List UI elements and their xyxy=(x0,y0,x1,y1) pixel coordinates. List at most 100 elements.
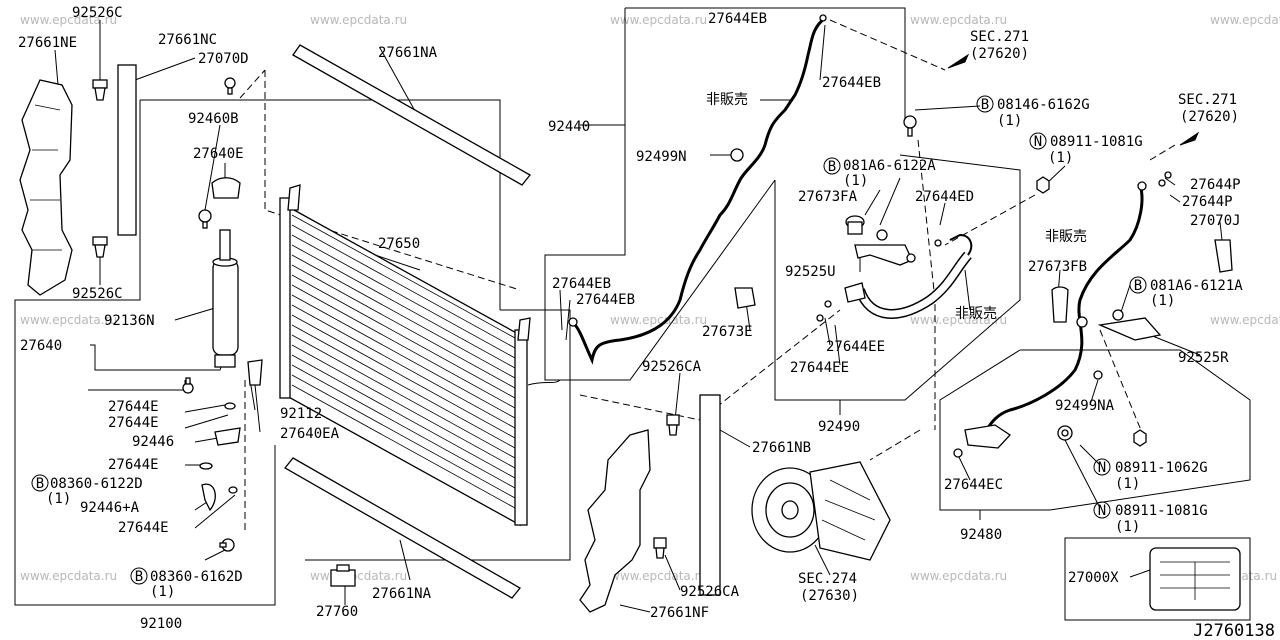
bolt-marker-icon xyxy=(31,474,49,492)
callout-27644p: 27644P xyxy=(1190,177,1241,193)
guide xyxy=(869,429,921,461)
callouts: 92526C 27661NE 27661NC 27070D 27661NA 92… xyxy=(18,5,1243,632)
callout-27644ee: 27644EE xyxy=(790,360,849,376)
callout-27673e: 27673E xyxy=(702,324,753,340)
watermark: www.epcdata.ru xyxy=(910,13,1007,27)
callout-92526ca: 92526CA xyxy=(642,359,702,375)
svg-text:N: N xyxy=(1098,460,1106,476)
callout-27760: 27760 xyxy=(316,604,358,620)
svg-text:B: B xyxy=(1134,278,1142,294)
callout-qty: (1) xyxy=(843,173,868,189)
bracket-92525u xyxy=(854,244,913,266)
bolt-marker-icon xyxy=(976,95,994,113)
grommet-27673fb xyxy=(1051,286,1069,323)
arrow-icon xyxy=(947,53,970,69)
callout-qty: (1) xyxy=(1115,476,1140,492)
watermark: www.epcdata.ru xyxy=(1210,313,1280,327)
callout-27661nf: 27661NF xyxy=(650,605,709,621)
callout-92100: 92100 xyxy=(140,616,182,632)
label-plate-27000x xyxy=(1149,547,1241,611)
callout-92525u: 92525U xyxy=(785,264,836,280)
callout-92526ca: 92526CA xyxy=(680,584,740,600)
watermark: www.epcdata.ru xyxy=(910,569,1007,583)
bolt-27070d xyxy=(224,77,236,95)
callout-27673fa: 27673FA xyxy=(798,189,858,205)
bolt-081a6-6122a xyxy=(876,229,888,241)
seal-27661nb xyxy=(699,394,721,596)
seal-27661nc xyxy=(117,64,137,236)
callout-27640ea: 27640EA xyxy=(280,426,340,442)
bolt xyxy=(219,538,235,552)
bolt-08146-6162g xyxy=(903,115,917,137)
callout-27661nb: 27661NB xyxy=(752,440,811,456)
markers: B B B B B N N N xyxy=(31,95,1147,585)
callout-27644eb: 27644EB xyxy=(552,276,611,292)
callout-27644e: 27644E xyxy=(108,399,159,415)
callout-27644ec: 27644EC xyxy=(944,477,1003,493)
seal-27661na-bottom xyxy=(284,457,521,599)
callout-sec274: SEC.274 xyxy=(798,571,857,587)
nut-08911-1081g xyxy=(1057,425,1073,441)
guide xyxy=(1099,329,1146,441)
callout-27070d: 27070D xyxy=(198,51,249,67)
plug-92446a xyxy=(201,483,216,512)
callout-27644eb: 27644EB xyxy=(822,75,881,91)
guide xyxy=(1149,144,1176,161)
clip-92499n xyxy=(730,148,744,162)
callout-27644e: 27644E xyxy=(108,415,159,431)
callout-08911-1081g: 08911-1081G xyxy=(1115,503,1208,519)
callout-08146-6162g: 08146-6162G xyxy=(997,97,1090,113)
bolt-92460b xyxy=(198,209,212,229)
callout-27644p: 27644P xyxy=(1182,194,1233,210)
plug-92446 xyxy=(214,427,241,446)
callout-sec271: SEC.271 xyxy=(970,29,1029,45)
diagram-reference: J2760138 xyxy=(1193,621,1275,640)
o-ring xyxy=(819,14,827,22)
callout-92446: 92446 xyxy=(132,434,174,450)
svg-text:B: B xyxy=(981,97,989,113)
callout-92440: 92440 xyxy=(548,119,590,135)
parts xyxy=(19,14,1241,613)
guide xyxy=(829,19,946,71)
callout-27070j: 27070J xyxy=(1190,213,1241,229)
o-ring xyxy=(224,402,236,410)
callout-92112: 92112 xyxy=(280,406,322,422)
nut-marker-icon xyxy=(1093,458,1111,476)
frame-92440-bottom xyxy=(544,179,776,381)
callout-08911-1081g: 08911-1081G xyxy=(1050,134,1143,150)
callout-92446a: 92446+A xyxy=(80,500,140,516)
nut-marker-icon xyxy=(1093,501,1111,519)
callout-08360-6162d: 08360-6162D xyxy=(150,569,243,585)
callout-qty: (1) xyxy=(150,584,175,600)
group-frames xyxy=(14,7,1251,621)
bracket-27070j xyxy=(1214,239,1233,273)
bracket-92525r xyxy=(1097,317,1162,341)
callout-92526c: 92526C xyxy=(72,5,123,21)
nut-08911-1081g xyxy=(1036,176,1050,194)
svg-text:N: N xyxy=(1034,134,1042,150)
clip-92526ca xyxy=(666,414,680,436)
bolt xyxy=(182,377,194,394)
callout-qty: (1) xyxy=(1048,150,1073,166)
bracket-92112 xyxy=(247,359,263,386)
guide xyxy=(944,194,1036,246)
callout-92499na: 92499NA xyxy=(1055,398,1115,414)
hose-92490 xyxy=(856,252,971,318)
pipe-92440 xyxy=(573,16,826,365)
callout-qty: (1) xyxy=(1115,519,1140,535)
nut-08911-1062g xyxy=(1133,429,1147,447)
callout-qty: (1) xyxy=(997,113,1022,129)
callout-92490: 92490 xyxy=(818,419,860,435)
watermark: www.epcdata.ru xyxy=(910,313,1007,327)
o-ring xyxy=(228,486,238,494)
callout-27661na: 27661NA xyxy=(378,45,438,61)
callout-27644eb: 27644EB xyxy=(576,292,635,308)
leader-lines xyxy=(54,16,1223,613)
svg-text:B: B xyxy=(828,159,836,175)
pipe-92480 xyxy=(983,184,1144,433)
clip-92499na xyxy=(1093,370,1103,380)
frame-92440-top xyxy=(625,7,906,120)
watermark: www.epcdata.ru xyxy=(610,313,707,327)
watermark: www.epcdata.ru xyxy=(610,13,707,27)
callout-27673fb: 27673FB xyxy=(1028,259,1087,275)
